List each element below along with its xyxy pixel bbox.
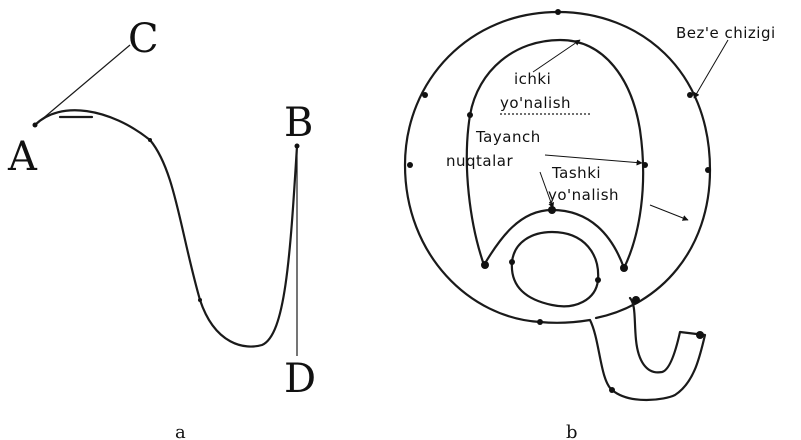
panel-b: Bez'e chizigi ichki yo'nalish Tayanch nu… — [403, 9, 776, 440]
arrow-bezier-line — [693, 39, 729, 99]
q-tail-loop — [510, 230, 600, 308]
arrow-anchor — [544, 154, 643, 166]
point-label-c: C — [128, 16, 159, 62]
point-label-a: A — [7, 134, 38, 180]
label-inner-dir-1: ichki — [514, 70, 551, 88]
q-inner-contour — [465, 38, 645, 270]
label-outer-dir-1: Tashki — [551, 164, 601, 182]
label-outer-dir-2: yo'nalish — [548, 186, 619, 204]
arrow-outer-dir — [649, 204, 689, 221]
caption-b: b — [566, 422, 578, 440]
bezier-curve-ab — [33, 109, 299, 348]
q-outer-contour — [403, 10, 712, 402]
arrow-inner-dir — [532, 39, 581, 73]
label-bezier-line: Bez'e chizigi — [676, 24, 776, 42]
panel-a: C A B D a — [7, 16, 316, 440]
arrow-anchor-2 — [539, 171, 554, 209]
anchor-nodes — [407, 9, 711, 393]
point-label-b: B — [284, 100, 313, 146]
point-label-d: D — [284, 356, 316, 402]
tangent-line-ac — [33, 44, 131, 127]
label-anchor-1: Tayanch — [475, 128, 541, 146]
label-inner-dir-2: yo'nalish — [500, 94, 571, 112]
caption-a: a — [175, 422, 186, 440]
label-anchor-2: nuqtalar — [446, 152, 513, 170]
